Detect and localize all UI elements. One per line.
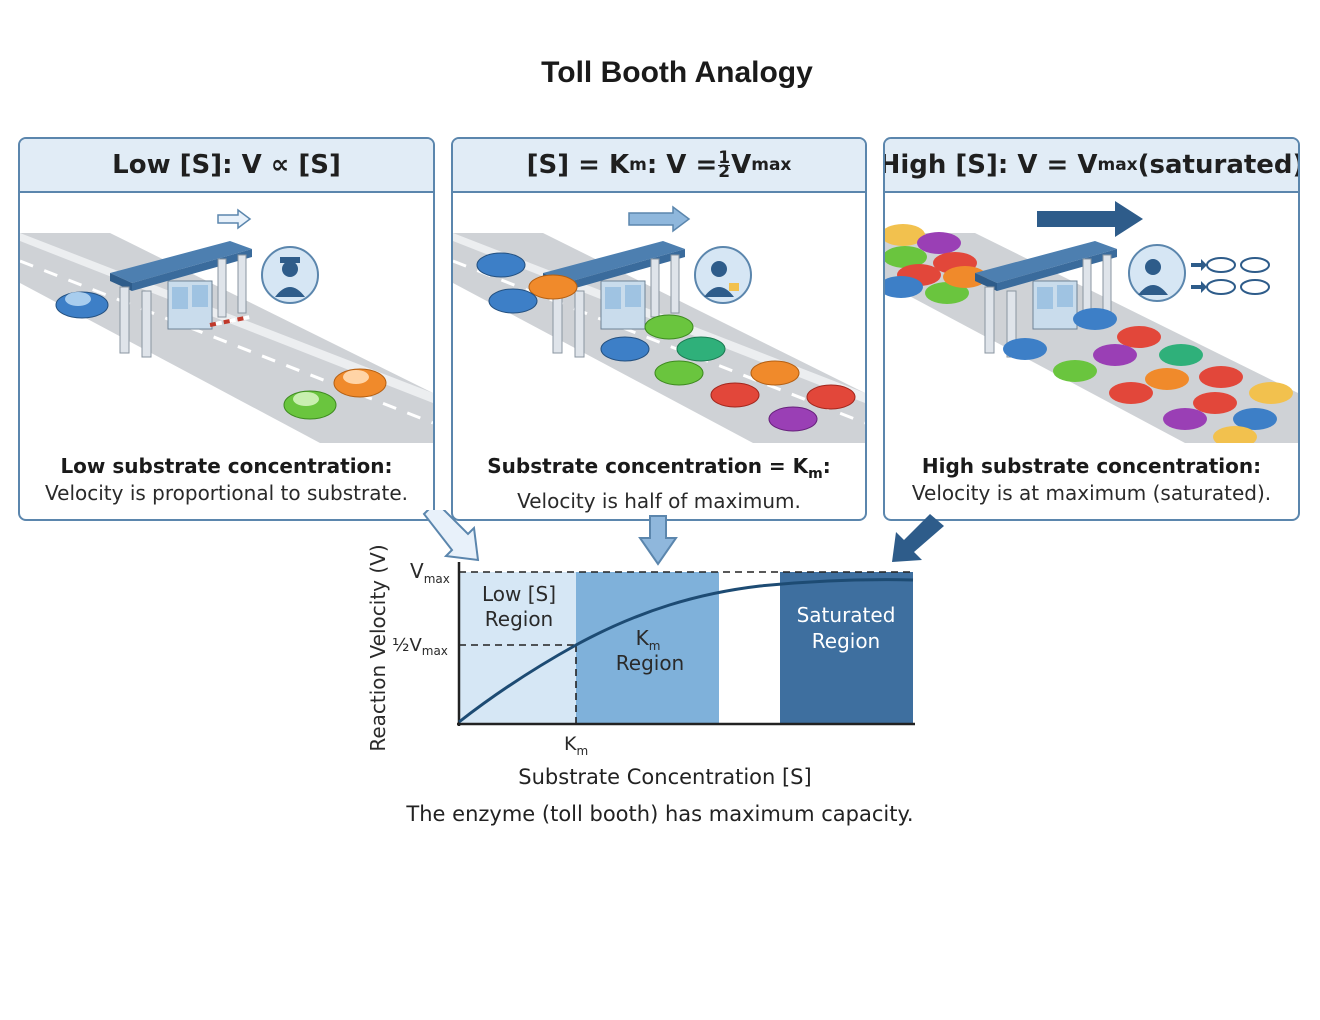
fraction-denominator: 2 [718,161,731,182]
panel-high-header-left: High [S]: V = V [883,150,1098,180]
x-axis-label: Substrate Concentration [S] [518,765,812,789]
connector-arrow-high [892,514,944,562]
panel-km-header-v: V [731,150,752,180]
connector-arrow-km [638,515,678,566]
panel-km-header-sub: m [629,155,647,175]
caption-bold-post: : [822,454,831,478]
half-vmax-label: ½Vmax [392,635,448,658]
car-icon [333,368,387,398]
panel-low-caption-text: Velocity is proportional to substrate. [45,481,408,505]
panel-high-header-max: max [1097,155,1138,175]
attendant-icon [261,246,319,304]
panel-km-caption-bold: Substrate concentration = Km: [453,453,865,488]
vmax-label: Vmax [410,559,450,586]
panel-low-caption: Low substrate concentration: Velocity is… [20,453,433,507]
panel-high-caption-text: Velocity is at maximum (saturated). [911,481,1272,505]
fraction-numerator: 1 [718,147,731,168]
toll-scene-km [453,205,865,443]
flow-arrow-icon [217,208,252,230]
flow-arrow-icon [1037,201,1143,237]
km-tick-label: Km [564,733,588,758]
caption-bold-pre: Substrate concentration = K [487,454,809,478]
panel-km-caption-text: Velocity is half of maximum. [517,489,801,513]
toll-booth-icon [975,241,1117,358]
region-low-band [459,572,576,724]
panel-km-header-max: max [751,155,792,175]
panel-low-substrate: Low [S]: V ∝ [S] [18,137,435,521]
panel-low-header: Low [S]: V ∝ [S] [20,139,433,193]
car-icon [55,291,109,319]
car-queue [1003,308,1293,443]
toll-scene-low [20,208,433,443]
flow-arrow-icon [628,205,691,233]
panel-high-caption-bold: High substrate concentration: [921,454,1262,478]
velocity-graph: Vmax ½Vmax Reaction Velocity (V) Km Low … [366,510,944,758]
region-sat-band [780,572,913,724]
michaelis-menten-curve [458,578,914,724]
region-km-label-2: Region [616,651,684,675]
panel-km-caption: Substrate concentration = Km: Velocity i… [453,453,865,515]
panel-low-caption-bold: Low substrate concentration: [60,454,393,478]
footer-caption: The enzyme (toll booth) has maximum capa… [406,802,914,826]
diagram-title: Toll Booth Analogy [541,56,813,89]
region-sat-label-2: Region [812,629,880,653]
region-km-label-1: Km [636,626,661,653]
caption-bold-sub: m [808,466,823,482]
region-low-label-2: Region [485,607,553,631]
region-low-label-1: Low [S] [482,582,556,606]
y-axis-label: Reaction Velocity (V) [366,544,390,751]
region-sat-label-1: Saturated [797,603,896,627]
panel-high-header-right: (saturated) [1137,150,1300,180]
car-icon [283,390,337,420]
car-queue [476,252,856,432]
exiting-cars-icon [1191,257,1270,295]
panel-high-caption: High substrate concentration: Velocity i… [885,453,1298,507]
connector-arrow-low [422,510,480,562]
toll-scene-high [885,201,1298,443]
toll-booth-icon [110,241,252,358]
attendant-icon [694,246,752,304]
panel-km-header-left: [S] = K [526,150,630,180]
attendant-icon [1128,244,1186,302]
panel-km-header-mid: : V = [646,150,718,180]
car-queue [885,224,987,304]
panel-low-header-text: Low [S]: V ∝ [S] [112,150,341,180]
